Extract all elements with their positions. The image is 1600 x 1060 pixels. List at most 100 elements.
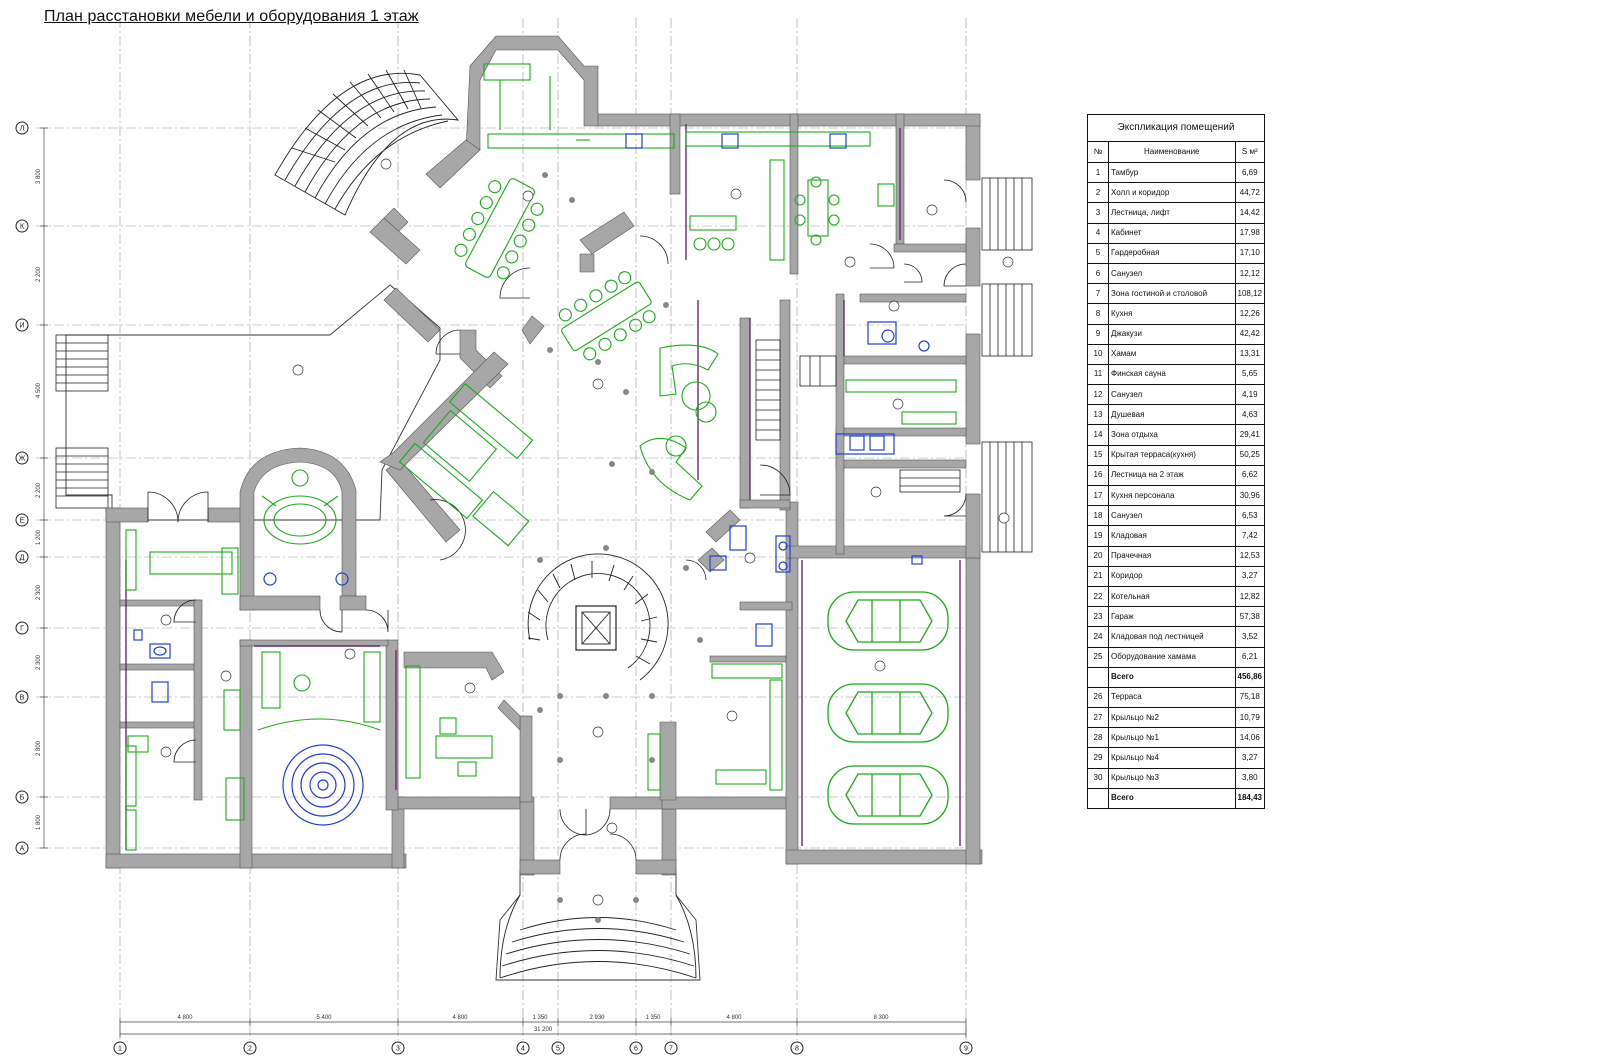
dim-left-1: 3 800	[36, 168, 42, 184]
row-name: Крытая терраса(кухня)	[1108, 444, 1236, 466]
row-no: 20	[1087, 545, 1109, 567]
row-no: 16	[1087, 464, 1109, 487]
row-name: Лестница на 2 этаж	[1108, 464, 1236, 487]
terrace-outlines	[65, 284, 701, 981]
header-name: Наименование	[1108, 141, 1236, 163]
bottom-dimension-labels: 4 800 5 400 4 800 1 350 2 930 1 350 4 80…	[177, 1015, 889, 1033]
row-no: 30	[1087, 767, 1109, 789]
axis-row-k: К	[20, 224, 25, 231]
row-no: 3	[1087, 202, 1109, 224]
row-name: Гардеробная	[1108, 242, 1236, 264]
row-area: 108,12	[1234, 283, 1266, 305]
row-area: 42,42	[1234, 323, 1266, 345]
axis-row-e: Е	[20, 518, 25, 525]
row-no: 23	[1087, 606, 1109, 628]
row-area: 3,80	[1234, 767, 1266, 789]
walls	[105, 35, 983, 876]
dim-bottom-2: 5 400	[316, 1015, 332, 1021]
row-area: 57,38	[1234, 606, 1266, 628]
door-swings	[147, 179, 967, 861]
row-no: 27	[1087, 707, 1109, 729]
dim-bottom-8: 8 300	[873, 1015, 889, 1021]
row-no	[1087, 787, 1109, 810]
dim-left-2: 2 200	[36, 266, 42, 282]
row-area: 44,72	[1234, 182, 1266, 204]
header-area: S м²	[1234, 141, 1266, 163]
row-name: Коридор	[1108, 565, 1236, 587]
row-name: Кладовая под лестницей	[1108, 626, 1236, 648]
row-no: 9	[1087, 323, 1109, 345]
row-area: 7,42	[1234, 525, 1266, 547]
curved-entry-stair	[274, 69, 460, 216]
dim-left-3: 4 500	[36, 382, 42, 398]
row-area: 10,79	[1234, 707, 1266, 729]
dim-bottom-5: 2 930	[589, 1015, 605, 1021]
room-schedule-table: Экспликация помещений № Наименование S м…	[1087, 114, 1266, 810]
row-area: 12,26	[1234, 303, 1266, 325]
row-name: Кладовая	[1108, 525, 1236, 547]
row-name: Зона отдыха	[1108, 424, 1236, 446]
row-area: 3,27	[1234, 565, 1266, 587]
table-caption-row: Экспликация помещений	[1087, 114, 1265, 142]
row-no: 17	[1087, 484, 1109, 507]
axis-row-g: Г	[20, 626, 24, 633]
row-area: 30,96	[1234, 484, 1266, 507]
axis-row-v: В	[20, 695, 25, 702]
left-dimension-labels: 3 800 2 200 4 500 2 200 1 200 2 300 2 30…	[36, 168, 42, 830]
row-no: 7	[1087, 283, 1109, 305]
dim-left-9: 1 800	[36, 814, 42, 830]
dim-left-7: 2 300	[36, 654, 42, 670]
dim-left-8: 2 800	[36, 740, 42, 756]
row-area: 17,10	[1234, 242, 1266, 264]
right-porch-steps	[981, 177, 1033, 553]
dim-bottom-1: 4 800	[177, 1015, 193, 1021]
axis-row-i: И	[19, 323, 24, 330]
axis-col-4: 4	[521, 1046, 525, 1053]
dim-bottom-6: 1 350	[645, 1015, 661, 1021]
row-no: 21	[1087, 565, 1109, 587]
row-area: 12,53	[1234, 545, 1266, 567]
axis-row-d: Д	[20, 555, 25, 562]
plumbing-fixtures	[133, 133, 930, 826]
row-axis-labels: Л К И Ж Е Д Г В Б А	[19, 126, 26, 853]
row-no: 10	[1087, 343, 1109, 365]
col-axis-labels: 1 2 3 4 5 6 7 8 9	[118, 1046, 968, 1053]
dim-left-6: 2 300	[36, 584, 42, 600]
header-no: №	[1087, 141, 1109, 163]
row-area: 456,86	[1234, 666, 1266, 688]
axis-col-7: 7	[669, 1046, 673, 1053]
axis-row-l: Л	[20, 126, 25, 133]
axis-col-1: 1	[118, 1046, 122, 1053]
row-name: Крыльцо №3	[1108, 767, 1236, 789]
row-no	[1087, 666, 1109, 688]
row-area: 29,41	[1234, 424, 1266, 446]
row-area: 12,82	[1234, 585, 1266, 608]
row-area: 4,63	[1234, 404, 1266, 426]
row-area: 17,98	[1234, 222, 1266, 244]
row-area: 6,53	[1234, 505, 1266, 527]
row-name: Всего	[1108, 787, 1236, 810]
table-caption: Экспликация помещений	[1087, 114, 1265, 142]
row-name: Крыльцо №1	[1108, 727, 1236, 749]
dim-bottom-3: 4 800	[452, 1015, 468, 1021]
axis-col-5: 5	[556, 1046, 560, 1053]
row-name: Котельная	[1108, 585, 1236, 608]
grid-lines	[36, 18, 967, 1040]
row-area: 75,18	[1234, 686, 1266, 709]
